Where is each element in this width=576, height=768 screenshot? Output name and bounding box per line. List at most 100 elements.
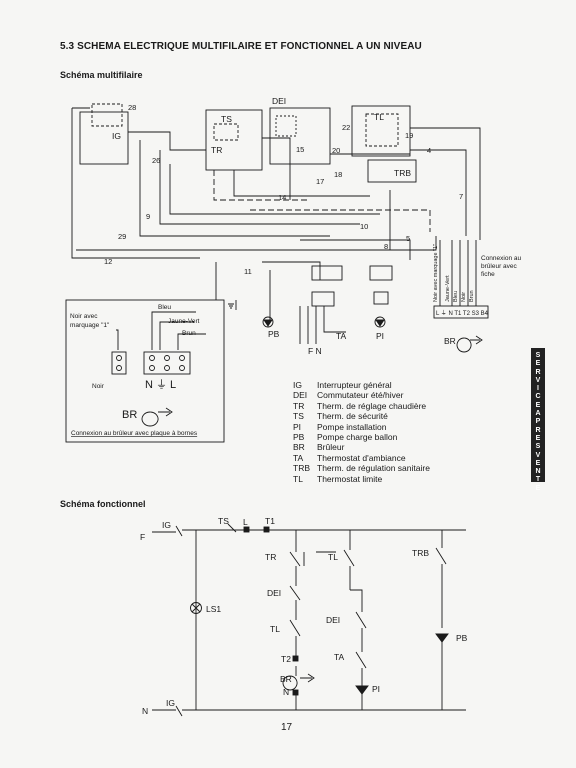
- legend-code: IG: [293, 380, 302, 390]
- inset-bleu: Bleu: [158, 304, 171, 311]
- label-ig-top: IG: [162, 520, 171, 530]
- legend-code: TR: [293, 400, 305, 411]
- legend-label: Brûleur: [317, 442, 345, 453]
- pi-branch: [350, 589, 363, 686]
- burner-plug-connector: [433, 305, 489, 319]
- wire-label: 19: [405, 131, 413, 140]
- wire-label: 20: [332, 146, 340, 155]
- label-ls1: LS1: [206, 604, 221, 614]
- label-n: N: [142, 706, 148, 716]
- plug-wires: [439, 240, 477, 306]
- ls1-lamp-icon: [190, 602, 202, 614]
- inset-jaune-vert: Jaune-Vert: [168, 318, 200, 325]
- terminal-screw: [179, 355, 185, 361]
- plug-wire-jaune-vert: Jaune-Vert: [445, 275, 451, 302]
- wire-label: 14: [278, 193, 286, 202]
- wire-11-path: [262, 261, 321, 280]
- ts-switch-contact: [227, 523, 237, 533]
- pb-pump-icon: [435, 633, 449, 643]
- terminal-t2: [292, 655, 299, 662]
- subtitle-fonctionnel: Schéma fonctionnel: [60, 499, 146, 509]
- ground-icon: [228, 303, 234, 309]
- label-ta: TA: [334, 652, 345, 662]
- plug-caption-3: fiche: [481, 271, 495, 278]
- dei-switch: [275, 115, 297, 137]
- plug-caption-1: Connexion au: [481, 255, 521, 262]
- wire-20-4-path: [330, 149, 467, 236]
- ig-switch-contacts: [175, 525, 183, 717]
- label-t1: T1: [265, 516, 275, 526]
- terminal-block-main: [311, 265, 343, 281]
- legend-code: PI: [293, 421, 302, 432]
- plug-wire-brun: Brun: [469, 290, 475, 302]
- ig-label: IG: [112, 131, 121, 141]
- wire-9-path: [159, 150, 360, 225]
- wire-17-path: [213, 170, 310, 201]
- terminal-t1: [263, 526, 270, 533]
- fn-label: F N: [308, 346, 322, 356]
- plug-wire-noir: Noir: [461, 292, 467, 302]
- legend-label: Pompe charge ballon: [317, 432, 398, 443]
- dei-box: [269, 107, 331, 165]
- wire-label: 8: [384, 242, 388, 251]
- inset-wires: [116, 311, 206, 350]
- legend-row: IG Interrupteur général: [293, 380, 430, 390]
- terminal-screw: [149, 365, 155, 371]
- wire-label: 29: [118, 232, 126, 241]
- tr-label: TR: [211, 145, 222, 155]
- subtitle-multifilaire: Schéma multifilaire: [60, 70, 143, 80]
- legend-code: TL: [293, 473, 303, 484]
- output-wires: [299, 306, 346, 344]
- terminal-screw: [164, 365, 170, 371]
- label-tl-top: TL: [328, 552, 338, 562]
- terminal-screw: [116, 365, 122, 371]
- label-tl-2: TL: [270, 624, 280, 634]
- wire-28-path: [71, 107, 200, 259]
- inset-brun: Brun: [182, 330, 196, 337]
- fonctionnel-diagram: F N IG IG TS L T1 TR TL TRB DEI LS1 TL D…: [140, 516, 468, 717]
- ls1-lamp-cross: [191, 603, 201, 613]
- tl-switch: [365, 113, 399, 147]
- legend-label: Therm. de régulation sanitaire: [317, 463, 430, 474]
- label-t2: T2: [281, 654, 291, 664]
- pi-label: PI: [376, 331, 384, 341]
- plug-wire-noir-marquage: Noir avec marquage "1": [433, 244, 439, 302]
- wire-label: 17: [316, 177, 324, 186]
- plug-terminals-label: L ⏚ N T1 T2 S3 B4: [436, 310, 489, 317]
- plug-wire-bleu: Bleu: [453, 291, 459, 302]
- ta-label: TA: [336, 331, 347, 341]
- ts-label: TS: [221, 114, 232, 124]
- ts-switch: [213, 123, 239, 141]
- legend-code: DEI: [293, 390, 308, 401]
- page-number: 17: [281, 722, 293, 733]
- pi-pump-icon: [355, 685, 369, 695]
- wire-label: 26: [152, 156, 160, 165]
- legend-label: Therm. de sécurité: [317, 411, 388, 422]
- terminal-block-pi2: [373, 291, 389, 305]
- terminal-screw: [164, 355, 170, 361]
- tl-top-contact: [343, 549, 355, 567]
- trb-box: [367, 159, 417, 183]
- wire-14-path: [169, 164, 380, 215]
- left-branch-contacts: [289, 551, 301, 637]
- inset-terminal-plate: Noir avec marquage "1" Bleu Jaune-Vert B…: [65, 299, 225, 443]
- inset-caption: Connexion au brûleur avec plaque à borne…: [71, 430, 198, 437]
- inset-noir-marquage-1: Noir avec: [70, 313, 98, 320]
- ts-tr-box: [205, 109, 263, 171]
- label-pi: PI: [372, 684, 380, 694]
- wire-label: 22: [342, 123, 350, 132]
- wire-label: 9: [146, 212, 150, 221]
- plug-caption-2: brûleur avec: [481, 263, 518, 270]
- trb-label: TRB: [394, 168, 411, 178]
- terminal-screw: [116, 355, 122, 361]
- legend-label: Interrupteur général: [317, 380, 392, 390]
- terminal-screw: [149, 355, 155, 361]
- terminal-n: [292, 689, 299, 696]
- wire-label: 7: [459, 192, 463, 201]
- legend-label: Thermostat d'ambiance: [317, 452, 406, 463]
